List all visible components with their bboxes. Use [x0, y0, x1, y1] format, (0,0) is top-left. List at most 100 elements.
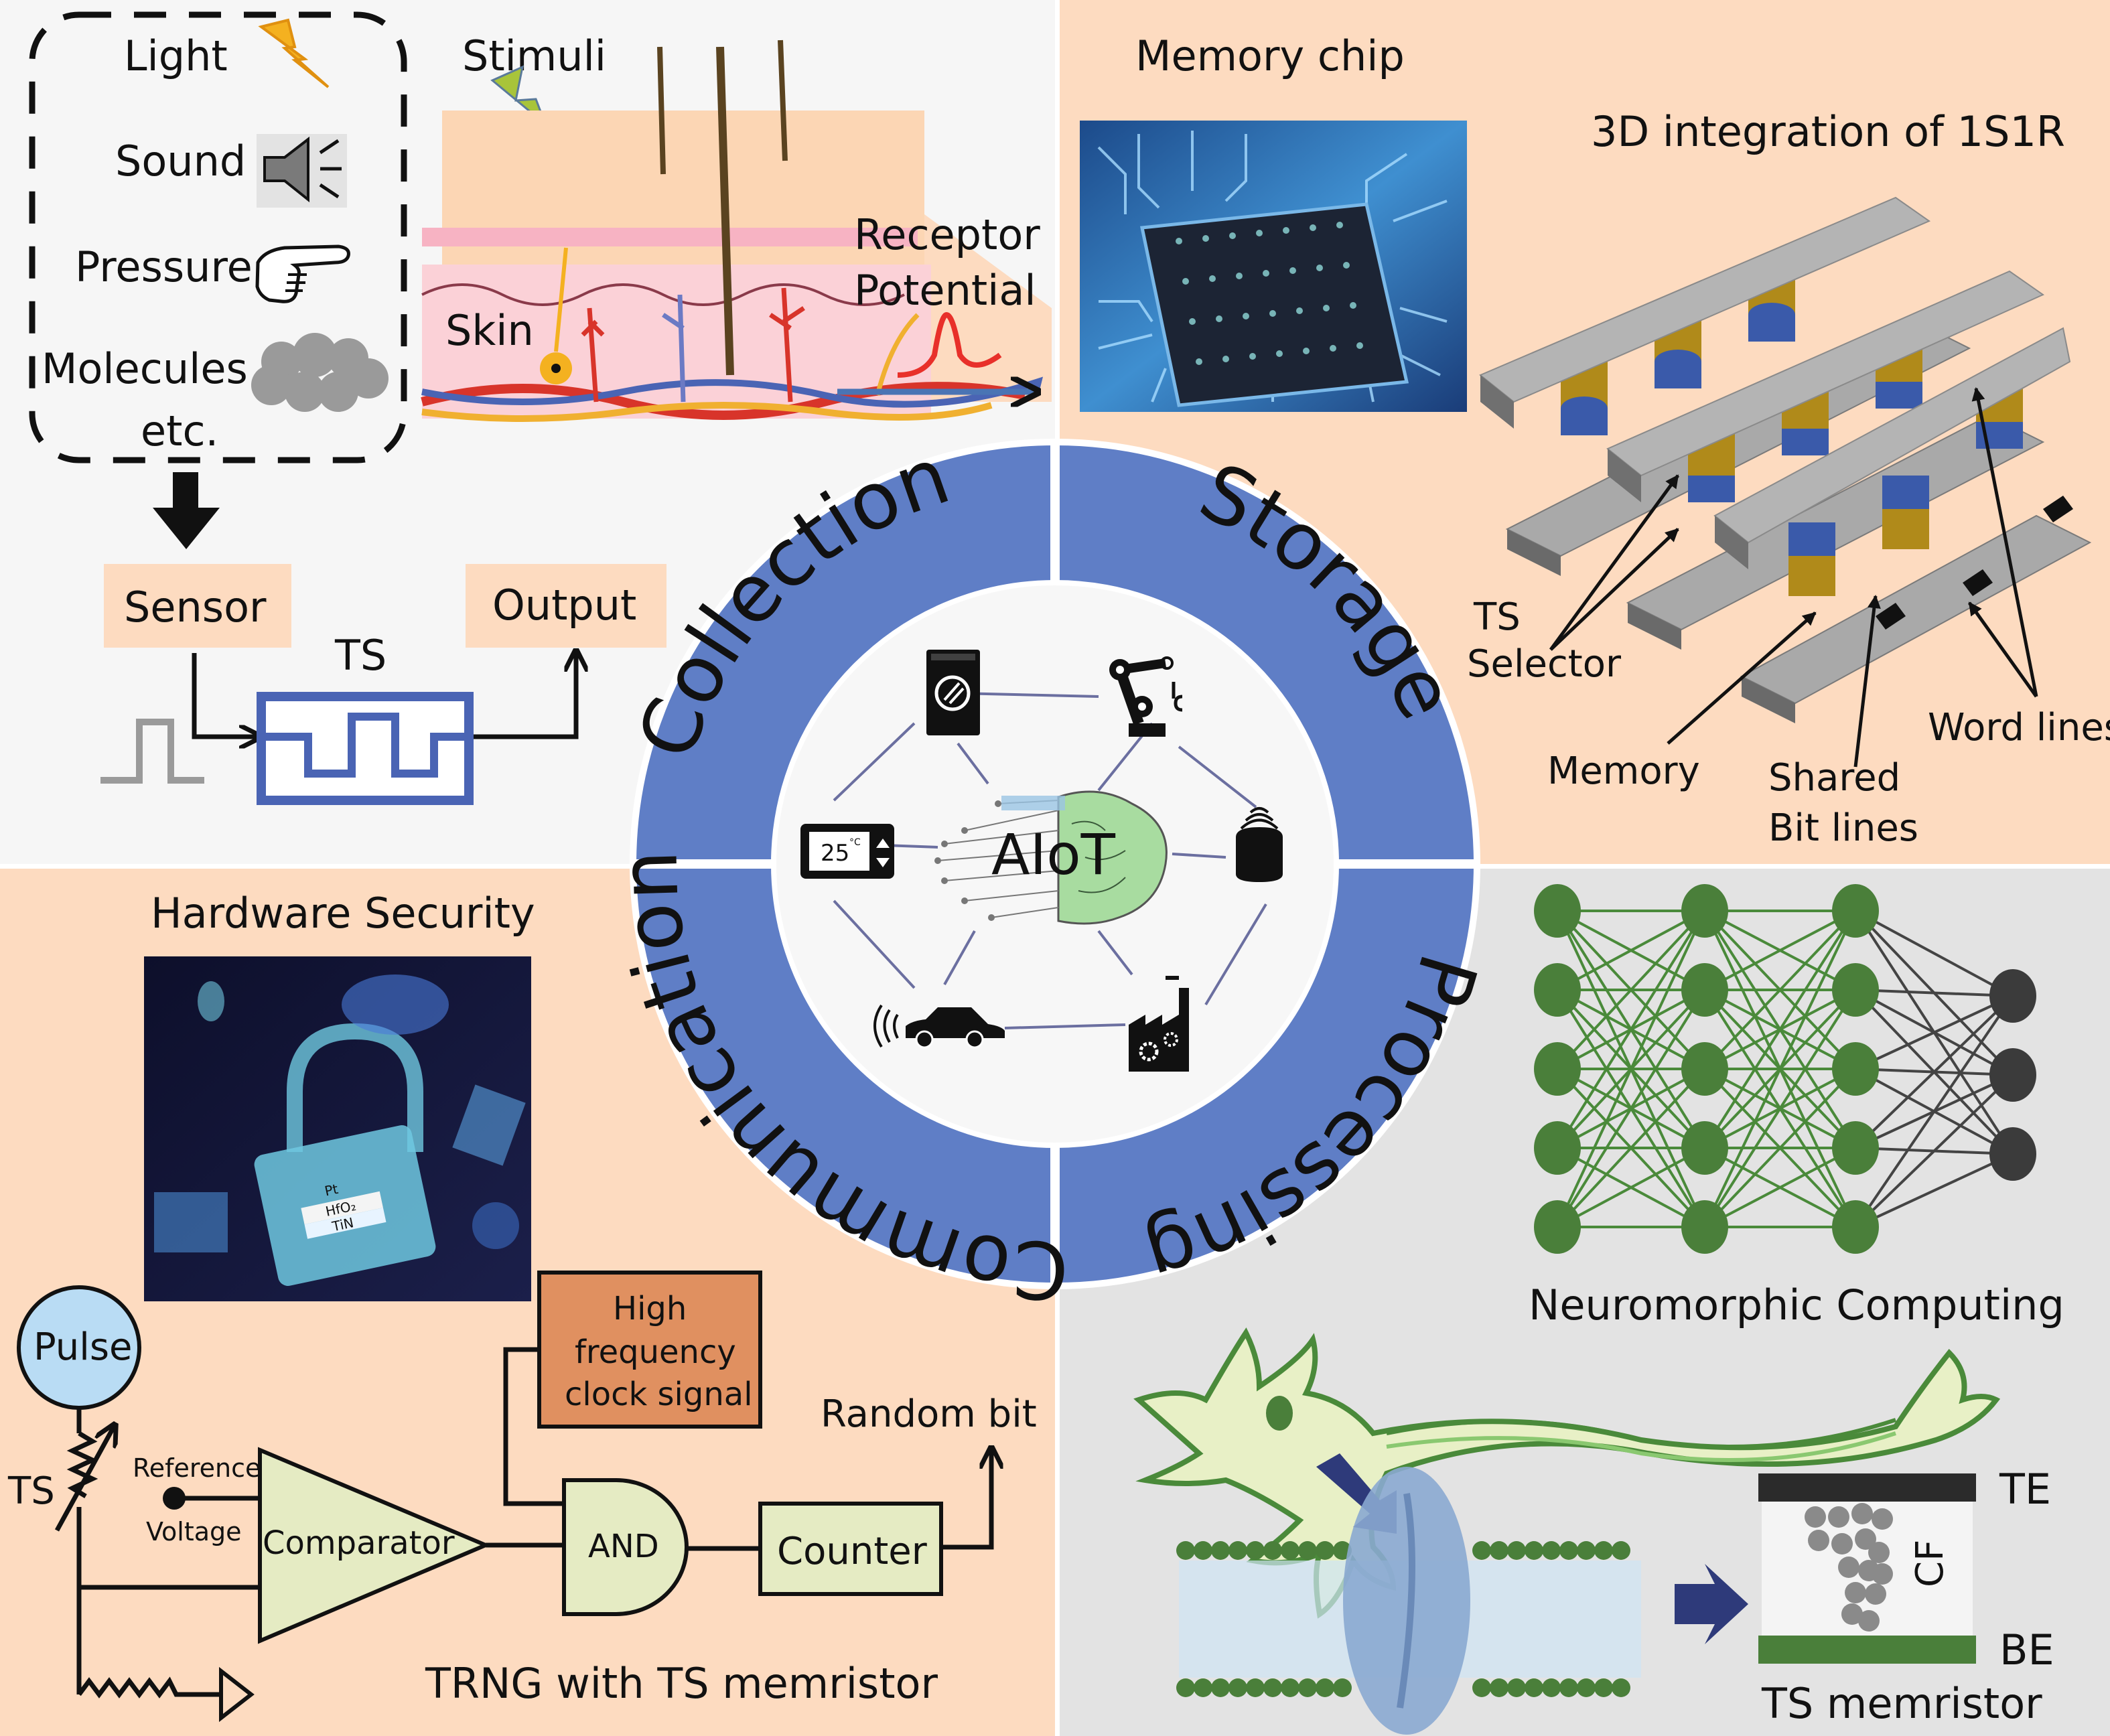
nn-synapse	[1703, 910, 1857, 1070]
te-label: TE	[1999, 1465, 2051, 1514]
crossbar-3d-illustration	[1479, 196, 2092, 768]
speaker-icon	[257, 134, 347, 208]
nn-neuron	[1534, 963, 1581, 1017]
input-pulse	[100, 719, 204, 784]
ts-output-waveform	[265, 713, 466, 778]
lipid-head	[1594, 1678, 1613, 1697]
nn-synapse	[1855, 1153, 2014, 1228]
nn-neuron	[1681, 1200, 1728, 1254]
lipid-head	[1298, 1541, 1317, 1560]
lipid-head	[1559, 1541, 1578, 1560]
lipid-head	[1263, 1678, 1282, 1697]
lipid-head	[1246, 1541, 1265, 1560]
clock-label-1: High	[613, 1290, 687, 1327]
security-content: Hardware Security Pt HfO₂ TiN Pulse TS	[7, 889, 1037, 1723]
storage-content: Memory chip 3D integration of 1S1R	[1080, 31, 2110, 850]
lipid-head	[1194, 1541, 1212, 1560]
trng-caption: TRNG with TS memristor	[425, 1659, 938, 1708]
voltage-label: Voltage	[146, 1517, 242, 1546]
receptor-potential-curve	[897, 311, 1002, 378]
nn-synapse	[1703, 1068, 1857, 1228]
lipid-head	[1211, 1678, 1230, 1697]
ion-channel	[1343, 1467, 1470, 1735]
nn-neuron	[1681, 963, 1728, 1017]
stimulus-molecules-label: Molecules	[42, 344, 248, 393]
lipid-head	[1577, 1541, 1596, 1560]
stimulus-light-label: Light	[124, 31, 228, 80]
random-bit-label: Random bit	[821, 1392, 1037, 1436]
lipid-head	[1559, 1678, 1578, 1697]
nn-synapse	[1855, 910, 2014, 997]
reference-label: Reference	[133, 1453, 261, 1483]
nn-neuron	[1681, 1121, 1728, 1175]
stimuli-box: Light Sound Pressure Molecules etc.	[29, 11, 407, 463]
nn-neuron	[1534, 1200, 1581, 1254]
robot-arm-icon	[1109, 656, 1183, 737]
nn-neuron	[1832, 884, 1879, 938]
receptor-label-1: Receptor	[854, 210, 1040, 259]
integration-title: 3D integration of 1S1R	[1591, 107, 2065, 156]
nn-synapse	[1703, 910, 1857, 1149]
lipid-head	[1525, 1541, 1543, 1560]
lightning-icon	[258, 18, 330, 88]
washing-machine-icon	[926, 650, 980, 735]
receptor-label-2: Potential	[854, 266, 1036, 315]
smart-factory-icon	[1129, 976, 1189, 1072]
neuromorphic-title: Neuromorphic Computing	[1529, 1281, 2064, 1329]
ts-selector-label-1: TS	[1473, 595, 1521, 639]
stimulus-pressure-label: Pressure	[75, 242, 253, 291]
lipid-head	[1542, 1678, 1561, 1697]
ai-brain-icon	[934, 790, 1168, 925]
skin-label: Skin	[445, 306, 534, 355]
nn-synapse	[1556, 910, 1706, 1149]
pulse-label: Pulse	[33, 1325, 132, 1369]
stimulus-sound-label: Sound	[115, 137, 246, 186]
processing-content: Neuromorphic Computing	[1133, 884, 2064, 1735]
be-label: BE	[1999, 1625, 2054, 1674]
pointing-hand-icon	[255, 244, 350, 303]
thermostat-value: 25	[821, 840, 849, 867]
nn-neuron	[1534, 1121, 1581, 1175]
memory-chip-image	[1080, 121, 1467, 412]
nn-synapse	[1556, 910, 1706, 1070]
lipid-head	[1577, 1678, 1596, 1697]
ts-selector-label-2: Selector	[1467, 642, 1622, 686]
nn-neuron	[1681, 884, 1728, 938]
lipid-head	[1176, 1678, 1195, 1697]
membrane-to-memristor-arrow	[1675, 1564, 1748, 1644]
lipid-head	[1211, 1541, 1230, 1560]
cf-label: CF	[1908, 1540, 1952, 1587]
ground-resistor	[77, 1676, 223, 1698]
nn-synapse	[1557, 1147, 1705, 1228]
shared-bit-lines-label-2: Bit lines	[1768, 806, 1918, 850]
neural-network	[1534, 884, 2036, 1254]
output-box	[466, 564, 666, 648]
lipid-head	[1333, 1678, 1352, 1697]
smart-speaker-icon	[1236, 807, 1283, 882]
nn-output-neuron	[1989, 969, 2036, 1023]
lipid-head	[1316, 1678, 1334, 1697]
nn-neuron	[1832, 1042, 1879, 1096]
comparator	[258, 1447, 491, 1644]
nn-synapse	[1855, 989, 2014, 997]
aiot-label: AIoT	[991, 822, 1116, 887]
hardware-security-image: Pt HfO₂ TiN	[144, 956, 531, 1301]
aiot-ring: Collection Storage Processing Communicat…	[502, 389, 1542, 1417]
nn-synapse	[1854, 995, 2014, 1228]
nn-neuron	[1534, 884, 1581, 938]
memristor-label: TS memristor	[1761, 1679, 2042, 1728]
clock-signal-box	[537, 1271, 762, 1429]
comparator-label: Comparator	[263, 1524, 455, 1562]
conductive-filament	[1805, 1503, 1893, 1632]
nn-synapse	[1704, 910, 1856, 991]
nn-synapse	[1704, 1147, 1856, 1228]
lipid-head	[1228, 1678, 1247, 1697]
counter-label: Counter	[777, 1530, 928, 1573]
sensor-label: Sensor	[124, 583, 267, 632]
molecule-cloud-icon	[251, 333, 389, 412]
lipid-head	[1316, 1541, 1334, 1560]
nn-synapse	[1855, 995, 2014, 1070]
counter-box	[758, 1502, 943, 1596]
skin-illustration: Stimuli Skin Receptor Potential	[421, 31, 1052, 422]
